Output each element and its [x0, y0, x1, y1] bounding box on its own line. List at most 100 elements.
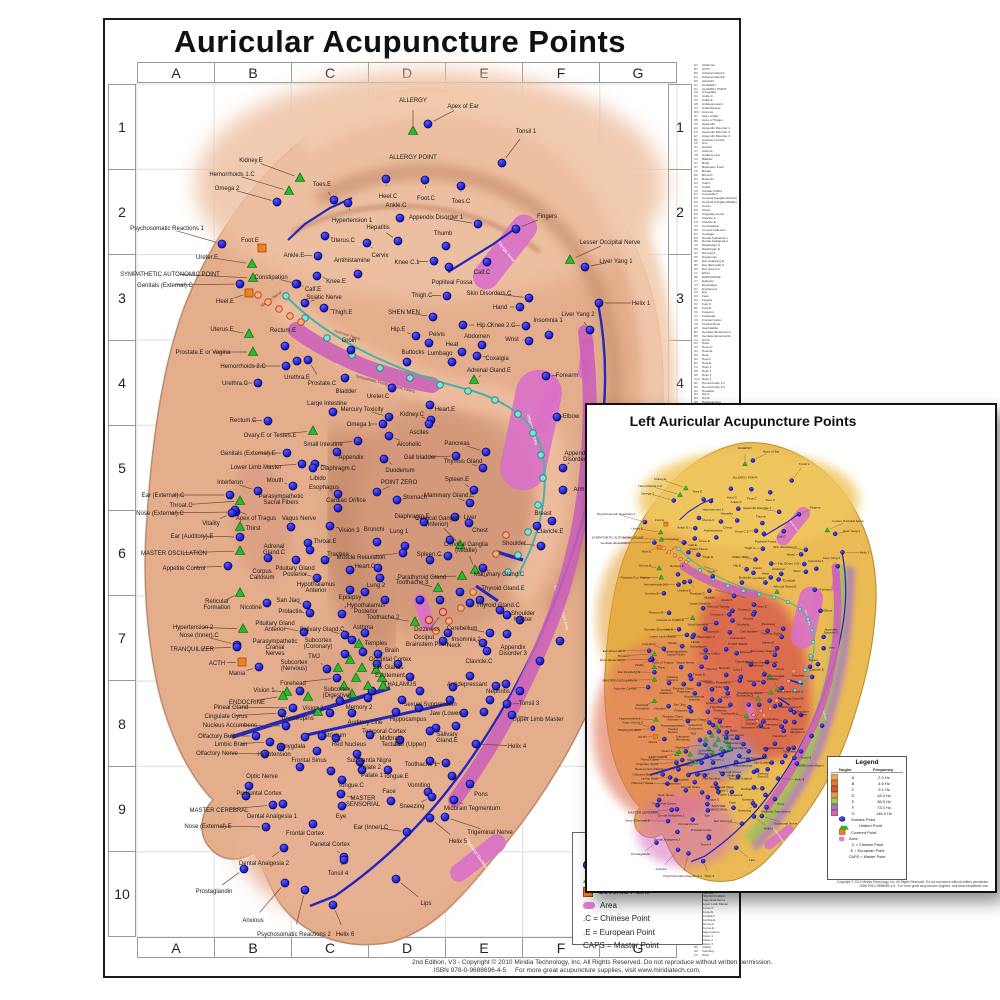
legend-title: Legend	[855, 759, 879, 766]
legend-note: .C = Chinese Point	[850, 842, 884, 847]
freq-swatch	[831, 774, 838, 780]
col-label-A: A	[137, 62, 214, 83]
inset-ear-diagram	[587, 441, 877, 891]
legend-note: CAPS = Master Point	[848, 854, 886, 859]
inset-title: Left Auricular Acupuncture Points	[629, 413, 857, 429]
inset-footer-line2: ISBN 978-0-9688696-4-5 · For more great …	[859, 884, 989, 888]
row-label-10: 10	[108, 850, 136, 938]
footer-isbn: ISBN 978-0-9688696-4-5	[433, 967, 507, 974]
legend-header: Nogier Frequency	[831, 767, 903, 773]
col-label-C: C	[291, 937, 368, 958]
legend-marker-sq: Covered Point	[831, 829, 903, 836]
freq-swatch	[831, 786, 838, 792]
row-label-4: 4	[108, 339, 136, 425]
col-label-D: D	[368, 62, 445, 83]
row-label-2: 2	[668, 169, 692, 255]
tri-icon	[839, 821, 849, 831]
legend-note: .E = European Point	[849, 848, 885, 853]
legend-col-frequency: Frequency	[873, 767, 894, 772]
row-label-3: 3	[668, 254, 692, 340]
footer-copyright: 2nd Edition, V3 - Copyright © 2010 Mirid…	[412, 959, 773, 966]
area-icon	[839, 836, 845, 841]
legend-note: CAPS = Master Point	[583, 941, 659, 951]
inset-poster: Left Auricular Acupuncture Points Legend…	[585, 403, 997, 893]
col-label-E: E	[445, 937, 522, 958]
row-label-6: 6	[108, 510, 136, 596]
page-title: Auricular Acupuncture Points	[173, 24, 627, 59]
col-label-E: E	[445, 62, 522, 83]
row-label-7: 7	[108, 595, 136, 681]
freq-swatch	[831, 804, 838, 810]
freq-swatch	[831, 810, 838, 816]
inset-footer: Copyright © 2010 Miridia Technology, Inc…	[837, 880, 989, 888]
legend-marker-area: Area	[583, 899, 702, 913]
